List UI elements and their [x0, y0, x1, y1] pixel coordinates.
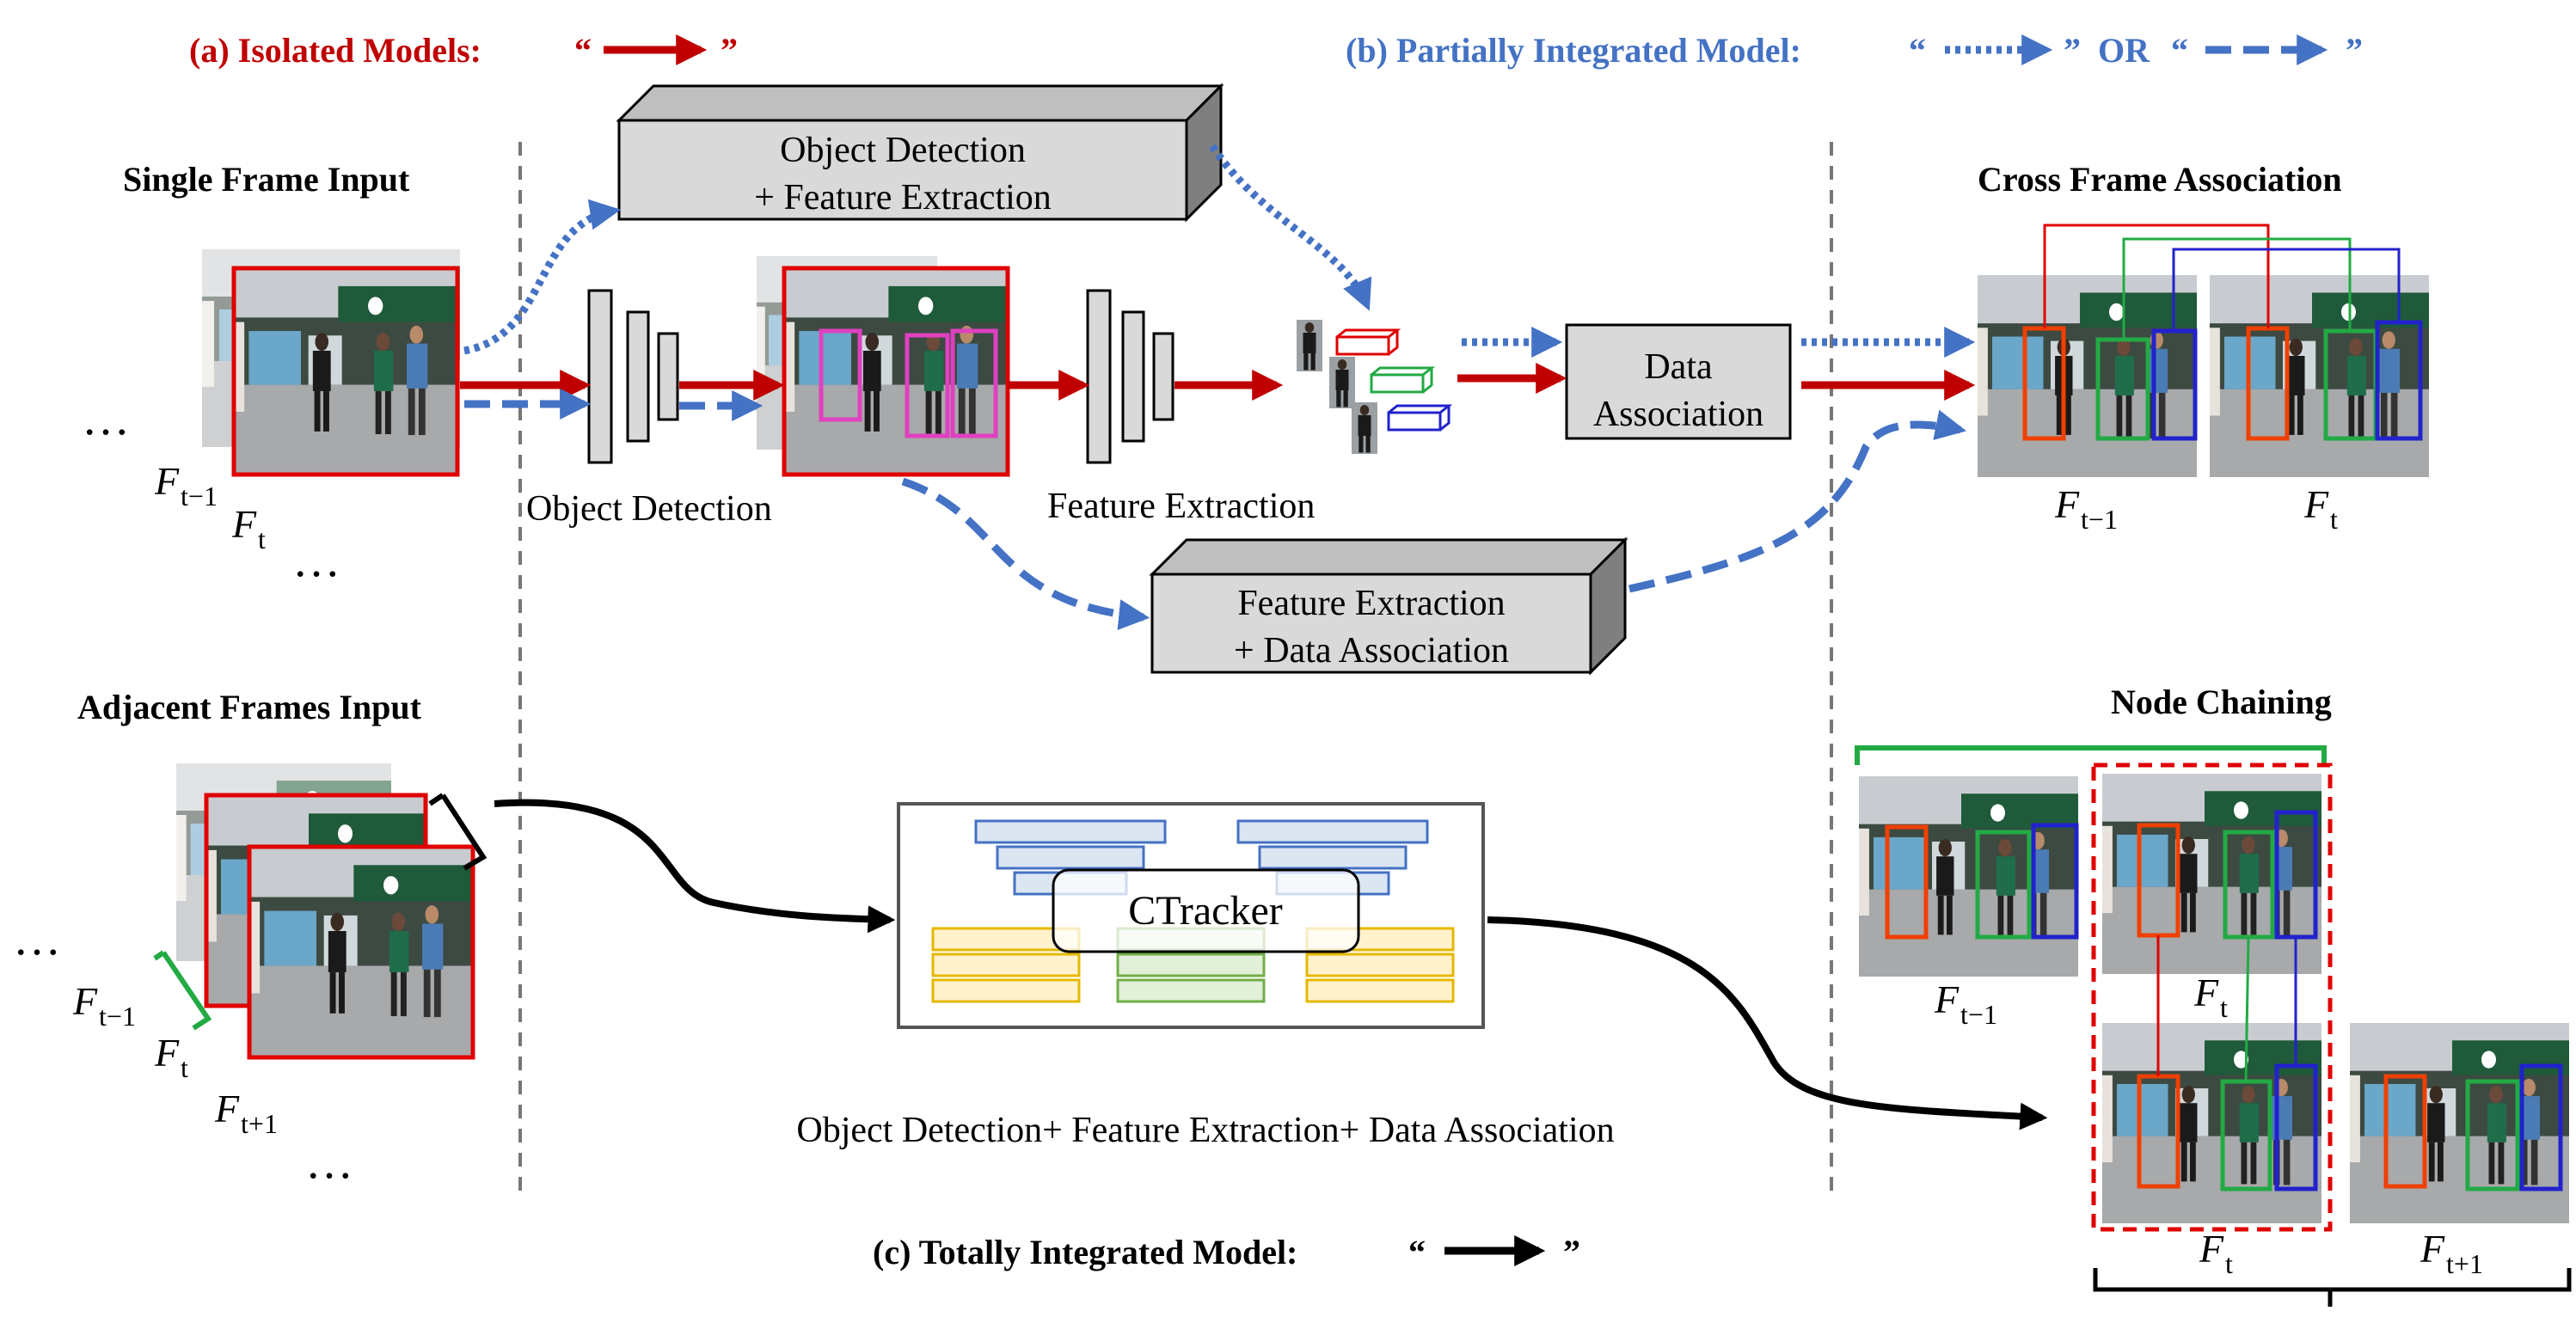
svg-text:t: t — [181, 1052, 188, 1083]
single-label-t: F t — [231, 502, 266, 554]
object-detection-label: Object Detection — [526, 489, 772, 529]
svg-text:F: F — [2303, 482, 2329, 526]
svg-text:F: F — [231, 502, 257, 546]
cross-label-t: F t — [2303, 482, 2338, 535]
fe-da-line2: + Data Association — [1234, 631, 1509, 671]
isolated-arrows — [460, 363, 1976, 401]
chain-label-t-lower: F t — [2199, 1227, 2233, 1279]
ellipsis-left-2: … — [292, 534, 340, 587]
bottom-brace — [2093, 1268, 2572, 1307]
adjacent-frames-title: Adjacent Frames Input — [77, 688, 422, 726]
legend-partial-open-quote-1: “ — [1909, 31, 1926, 70]
adjacent-frames-stack — [176, 763, 475, 1060]
svg-text:F: F — [2199, 1227, 2224, 1271]
legend-isolated: (a) Isolated Models: — [189, 31, 481, 70]
partial-dashed-arrows — [464, 389, 1967, 631]
legend-total-open-quote: “ — [1408, 1233, 1426, 1271]
node-chaining-title: Node Chaining — [2111, 683, 2332, 721]
legend-total: (c) Totally Integrated Model: — [873, 1233, 1297, 1271]
chain-label-t-plus-1: F t+1 — [2420, 1227, 2483, 1279]
data-association-box — [1565, 323, 1792, 440]
single-frame-stack — [202, 249, 460, 477]
svg-text:F: F — [214, 1087, 240, 1130]
legend-partial-or: OR — [2098, 31, 2150, 70]
object-detection-network — [587, 289, 679, 464]
svg-text:t−1: t−1 — [1960, 999, 1997, 1030]
od-fe-box — [616, 83, 1224, 223]
svg-text:t: t — [258, 524, 266, 554]
legend-partial-close-quote-1: ” — [2064, 31, 2081, 70]
svg-text:F: F — [154, 1031, 180, 1075]
crops-and-features — [1297, 320, 1453, 454]
data-association-line2: Association — [1593, 395, 1763, 434]
feature-extraction-label: Feature Extraction — [1047, 487, 1315, 526]
legend-isolated-open-quote: “ — [574, 31, 592, 70]
svg-text:t: t — [2225, 1248, 2233, 1279]
single-label-t-minus-1: F t−1 — [154, 459, 218, 511]
detected-frame — [757, 256, 1010, 477]
ellipsis-adjacent-2: … — [305, 1136, 353, 1189]
feature-extraction-network — [1086, 289, 1175, 464]
svg-text:F: F — [72, 979, 98, 1023]
svg-text:F: F — [154, 459, 180, 503]
svg-text:t: t — [2220, 992, 2228, 1023]
svg-text:t−1: t−1 — [181, 481, 218, 511]
svg-text:t+1: t+1 — [2446, 1248, 2483, 1279]
legend-partial-close-quote-2: ” — [2346, 31, 2363, 70]
legend-partial: (b) Partially Integrated Model: — [1346, 31, 1801, 70]
adjacent-green-bracket — [153, 950, 212, 1031]
svg-text:F: F — [2420, 1227, 2445, 1271]
single-frame-title: Single Frame Input — [123, 160, 410, 199]
svg-text:F: F — [2193, 971, 2219, 1014]
fe-da-box — [1149, 536, 1628, 676]
svg-text:t+1: t+1 — [241, 1108, 278, 1139]
ctracker-label: CTracker — [1128, 888, 1283, 934]
adjacent-label-t-minus-1: F t−1 — [72, 979, 136, 1032]
adjacent-label-t: F t — [154, 1031, 188, 1083]
node-chaining-bracket — [1855, 745, 2327, 765]
svg-text:t−1: t−1 — [2081, 504, 2118, 535]
svg-text:t−1: t−1 — [99, 1001, 136, 1032]
partial-dotted-arrows — [463, 144, 1976, 358]
adjacent-black-bracket — [428, 793, 488, 871]
legend-total-close-quote: ” — [1563, 1233, 1580, 1271]
svg-text:F: F — [1934, 977, 1960, 1021]
chain-label-t-upper: F t — [2193, 971, 2228, 1023]
cross-label-t-minus-1: F t−1 — [2054, 482, 2118, 535]
node-chaining-frames — [1859, 763, 2569, 1232]
adjacent-label-t-plus-1: F t+1 — [214, 1087, 278, 1139]
cross-frame-association — [1978, 224, 2429, 477]
chain-label-t-minus-1: F t−1 — [1934, 977, 1997, 1030]
ellipsis-adjacent-1: … — [13, 912, 61, 965]
od-fe-line1: Object Detection — [780, 131, 1026, 170]
cross-frame-title: Cross Frame Association — [1978, 160, 2342, 199]
data-association-line1: Data — [1644, 347, 1713, 387]
svg-text:F: F — [2054, 482, 2080, 526]
ctracker-caption: Object Detection+ Feature Extraction+ Da… — [796, 1111, 1614, 1150]
od-fe-line2: + Feature Extraction — [754, 178, 1052, 217]
legend-isolated-close-quote: ” — [721, 31, 738, 70]
legend-partial-open-quote-2: “ — [2171, 31, 2188, 70]
fe-da-line1: Feature Extraction — [1237, 584, 1505, 623]
svg-text:t: t — [2330, 504, 2338, 535]
ctracker-module — [897, 802, 1485, 1029]
ellipsis-left-1: … — [82, 392, 130, 445]
total-arrows — [494, 799, 2048, 1130]
